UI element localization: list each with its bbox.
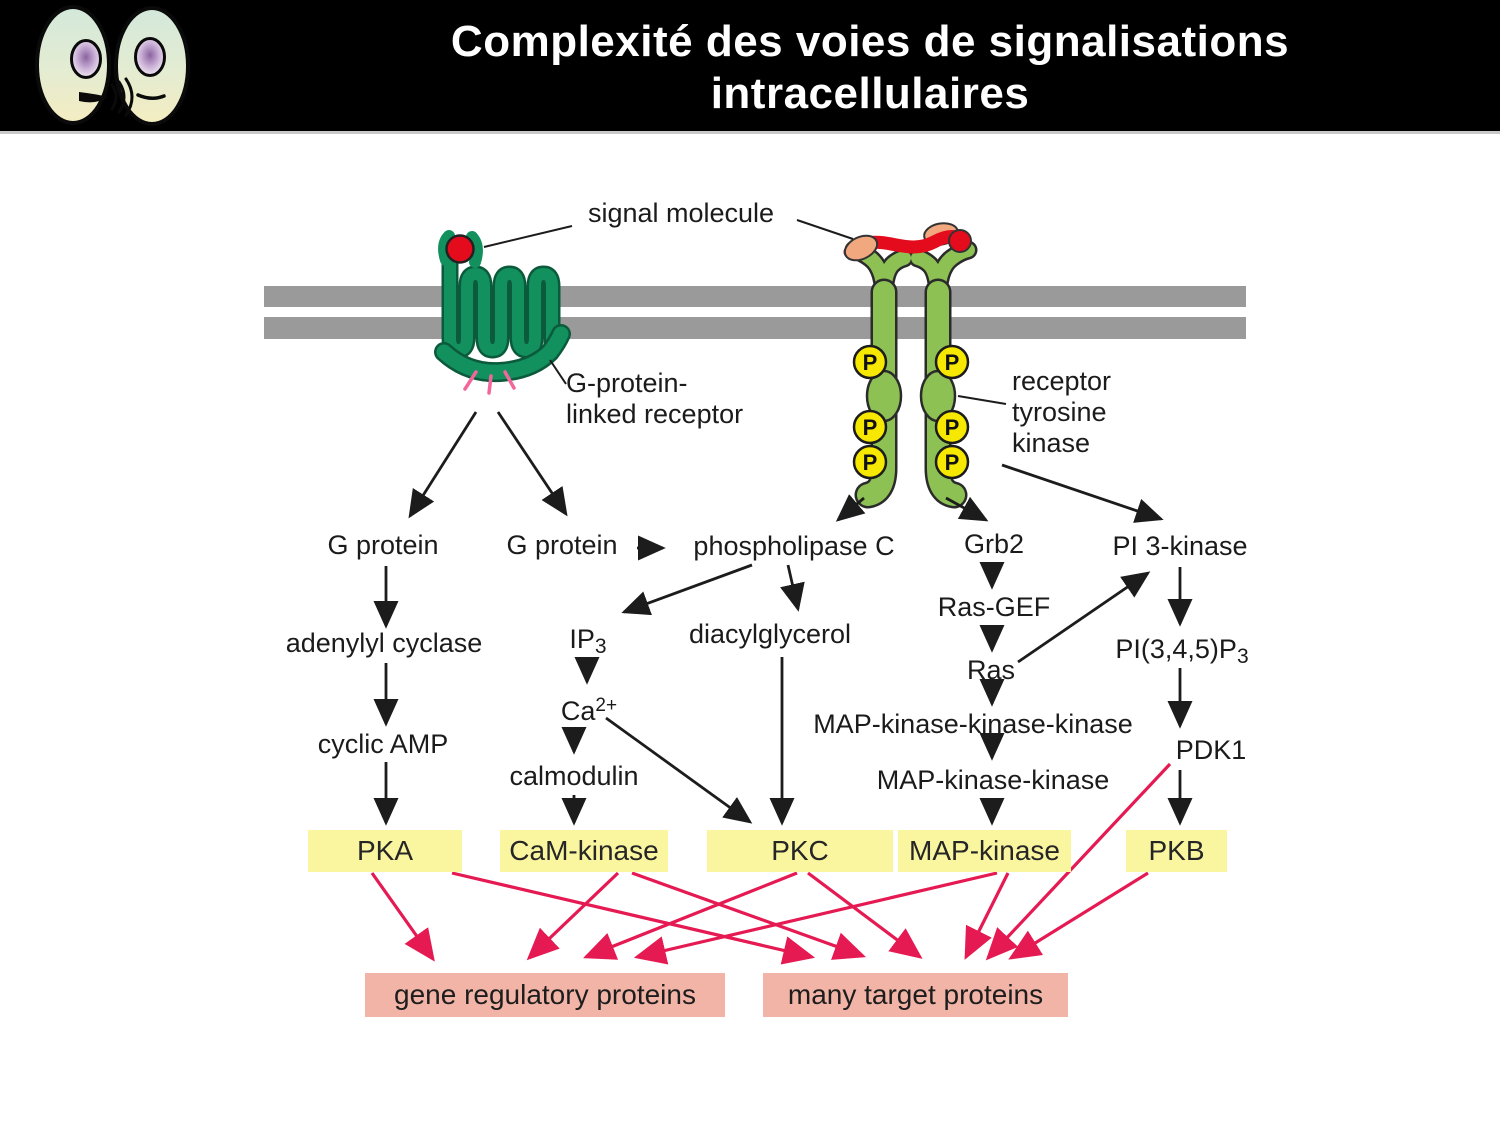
- phosphate-p: P: [945, 350, 960, 375]
- phosphate-p: P: [863, 350, 878, 375]
- kinase-box-pkc: PKC: [707, 830, 893, 872]
- phosphate-p: P: [945, 415, 960, 440]
- label-signal-molecule: signal molecule: [587, 198, 775, 228]
- label-ras: Ras: [966, 655, 1016, 685]
- label-receptor-tyrosine-kinase: receptor tyrosine kinase: [1012, 366, 1112, 458]
- label-cyclic-amp: cyclic AMP: [317, 729, 449, 759]
- phosphate-p: P: [945, 450, 960, 475]
- g-protein-linked-receptor: [434, 230, 571, 395]
- kinase-box-map-kinase: MAP-kinase: [898, 830, 1071, 872]
- mouth-smile: [136, 93, 166, 100]
- red-arrows: [370, 762, 1172, 965]
- label-calcium: Ca2+: [560, 695, 618, 726]
- slide-title-line2: intracellulaires: [710, 69, 1030, 118]
- phosphate-p: P: [863, 450, 878, 475]
- label-grb2: Grb2: [963, 529, 1025, 559]
- talking-cells-logo-icon: [35, 5, 190, 126]
- mouth-beak: [79, 92, 108, 103]
- receptor-activation-sparks: [463, 370, 516, 395]
- label-phospholipase-c: phospholipase C: [693, 531, 895, 561]
- kinase-box-cam-kinase: CaM-kinase: [500, 830, 668, 872]
- target-box-gene-regulatory-proteins: gene regulatory proteins: [365, 973, 725, 1017]
- cell-membrane: [264, 286, 1246, 339]
- receptor-tyrosine-kinase: P P P P P P: [843, 222, 978, 509]
- target-box-many-target-proteins: many target proteins: [763, 973, 1068, 1017]
- label-ras-gef: Ras-GEF: [937, 592, 1051, 622]
- slide-title-line1: Complexité des voies de signalisations: [450, 17, 1290, 66]
- label-g-protein-right: G protein: [506, 530, 618, 560]
- pointer-lines: [483, 219, 1007, 405]
- signal-molecule-ligand-left: [445, 234, 475, 264]
- label-g-protein-left: G protein: [327, 530, 439, 560]
- label-map-kinase-kinase-kinase: MAP-kinase-kinase-kinase: [813, 709, 1133, 739]
- label-g-protein-linked-receptor: G-protein- linked receptor: [566, 368, 744, 429]
- label-ip3: IP3: [569, 624, 607, 658]
- kinase-box-pka: PKA: [308, 830, 462, 872]
- phosphate-icons: P P P P P P: [852, 344, 970, 480]
- black-arrows: [373, 411, 1193, 826]
- label-calmodulin: calmodulin: [509, 761, 639, 791]
- phosphate-p: P: [863, 415, 878, 440]
- slide-title: Complexité des voies de signalisations i…: [240, 16, 1500, 120]
- title-bar-divider: [0, 131, 1500, 134]
- sound-waves-icon: [110, 77, 134, 117]
- title-bar: [0, 0, 1500, 131]
- label-adenylyl-cyclase: adenylyl cyclase: [285, 628, 483, 658]
- label-pdk1: PDK1: [1175, 735, 1247, 765]
- label-diacylglycerol: diacylglycerol: [688, 619, 852, 649]
- signal-molecule-ligand-right: [843, 222, 972, 262]
- label-pi3-kinase: PI 3-kinase: [1112, 531, 1248, 561]
- label-map-kinase-kinase: MAP-kinase-kinase: [876, 765, 1110, 795]
- kinase-box-pkb: PKB: [1126, 830, 1227, 872]
- label-pip3: PI(3,4,5)P3: [1115, 634, 1249, 668]
